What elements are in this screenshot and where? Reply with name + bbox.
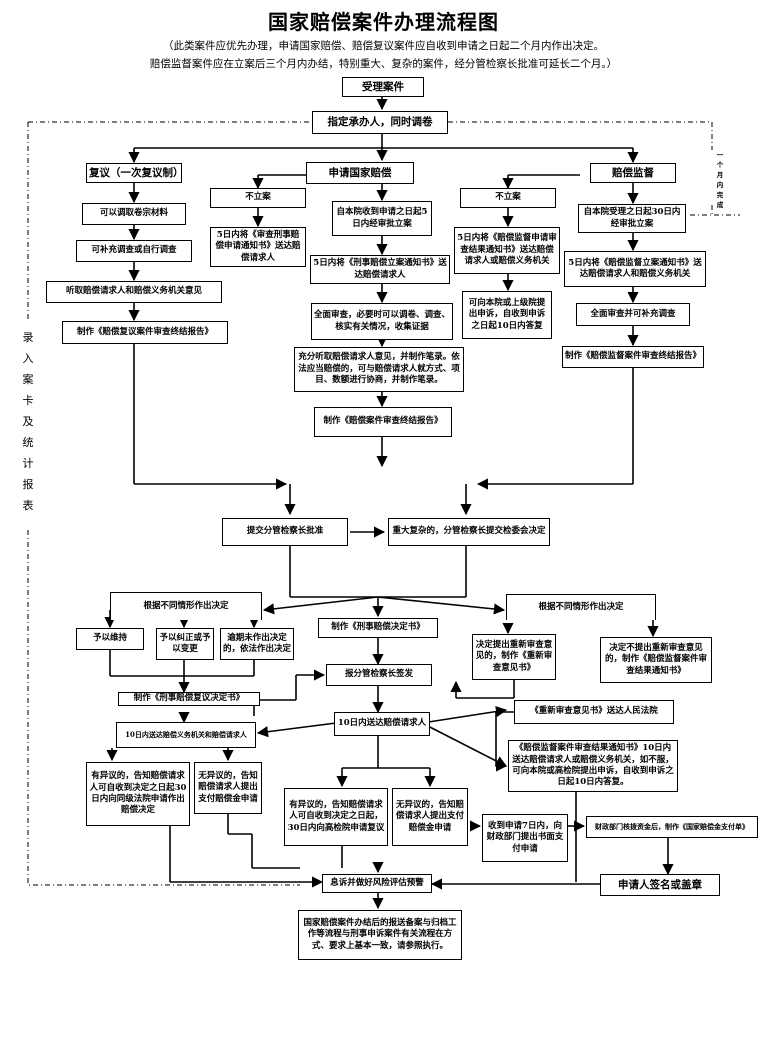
node-apply-yes-1: 5日内将《刑事赔偿立案通知书》送达赔偿请求人 [310,255,450,284]
node-sup-yes-2: 全面审查并可补充调查 [576,303,690,326]
node-apply-yes: 自本院收到申请之日起5日内经审批立案 [332,201,432,236]
node-review-1: 可以调取卷宗材料 [82,203,186,225]
node-apply-yes-2: 全面审查，必要时可以调卷、调查、核实有关情况，收集证据 [311,303,453,340]
node-apply-no-1: 5日内将《审查刑事赔偿申请通知书》送达赔偿请求人 [210,227,306,267]
side-label-records: 录入案卡及统计报表 [22,331,34,512]
page-title: 国家赔偿案件办理流程图 [268,10,499,34]
subtitle-line-2: 赔偿监督案件应在立案后三个月内办结，特别重大、复杂的案件，经分管检察长批准可延长… [149,58,618,70]
node-archive: 国家赔偿案件办结后的报送备案与归档工作等流程与刑事申诉案件有关流程在方式、要求上… [298,910,462,960]
node-correct: 予以纠正或予以变更 [156,628,214,660]
node-keep: 予以维持 [76,628,144,650]
node-sup-yes-1: 5日内将《赔偿监督立案通知书》送达赔偿请求人和赔偿义务机关 [564,251,706,287]
node-renew: 决定提出重新审查意见的，制作《重新审查意见书》 [472,634,556,680]
node-apply-yes-3: 充分听取赔偿请求人意见，并制作笔录。依法应当赔偿的，可与赔偿请求人就方式、项目、… [294,347,464,392]
node-sup-no-2: 可向本院或上级院提出申诉，自收到申诉之日起10日内答复 [462,291,552,339]
node-review: 复议（一次复议制） [86,163,184,183]
node-sup-no: 不立案 [460,188,556,208]
node-submit-committee: 重大复杂的，分管检察长提交检委会决定 [388,518,550,546]
node-submit-cp: 提交分管检察长批准 [222,518,348,546]
node-accept: 受理案件 [342,77,424,97]
node-deliver-court: 《重新审查意见书》送达人民法院 [514,700,674,724]
node-make-decision: 制作《刑事赔偿决定书》 [318,618,438,638]
subtitle-line-1: （此类案件应优先办理，申请国家赔偿、赔偿复议案件应自收到申请之日起二个月内作出决… [163,40,604,52]
node-review-objection: 有异议的，告知赔偿请求人可自收到决定之日起30日内向同级法院申请作出赔偿决定 [86,762,190,826]
node-sign-seal: 申请人签名或盖章 [600,874,720,896]
node-sup-no-1: 5日内将《赔偿监督申请审查结果通知书》送达赔偿请求人或赔偿义务机关 [454,227,560,274]
node-apply-yes-4: 制作《赔偿案件审查终结报告》 [314,407,452,437]
node-finance: 财政部门核拨资金后，制作《国家赔偿金支付单》 [586,816,758,838]
node-review-no-objection: 无异议的，告知赔偿请求人提出支付赔偿金申请 [194,762,262,814]
node-decide-left: 根据不同情形作出决定 [110,592,262,620]
node-apply: 申请国家赔偿 [306,162,414,184]
node-review-2: 可补充调查或自行调查 [76,240,192,262]
node-sign: 报分管检察长签发 [326,664,432,686]
node-review-4: 制作《赔偿复议案件审查终结报告》 [62,321,228,344]
node-sup-yes-3: 制作《赔偿监督案件审查终结报告》 [562,346,704,368]
side-note-one-month: 一个月内完成 [716,151,724,209]
node-deliver-apply: 10日内送达赔偿请求人 [334,712,430,736]
node-apply-no: 不立案 [210,188,306,208]
node-close: 息诉并做好风险评估预警 [322,874,432,893]
node-deliver-review: 10日内送达赔偿义务机关和赔偿请求人 [116,722,256,748]
node-receive-apply: 收到申请7日内，向财政部门提出书面支付申请 [482,814,568,862]
node-supervise: 赔偿监督 [590,163,676,183]
node-overdue: 逾期未作出决定的，依法作出决定 [220,628,294,660]
node-deliver-result: 《赔偿监督案件审查结果通知书》10日内送达赔偿请求人或赔偿义务机关，如不服，可向… [508,740,678,792]
node-no-renew: 决定不提出重新审查意见的，制作《赔偿监督案件审查结果通知书》 [600,637,712,683]
node-apply-no-objection: 无异议的，告知赔偿请求人提出支付赔偿金申请 [392,788,468,846]
node-decide-right: 根据不同情形作出决定 [506,594,656,620]
node-assign: 指定承办人，同时调卷 [312,111,448,134]
node-sup-yes: 自本院受理之日起30日内经审批立案 [578,204,686,233]
node-review-3: 听取赔偿请求人和赔偿义务机关意见 [46,281,222,303]
node-apply-objection: 有异议的，告知赔偿请求人可自收到决定之日起，30日内向高检院申请复议 [284,788,388,846]
node-review-decision: 制作《刑事赔偿复议决定书》 [118,692,260,706]
